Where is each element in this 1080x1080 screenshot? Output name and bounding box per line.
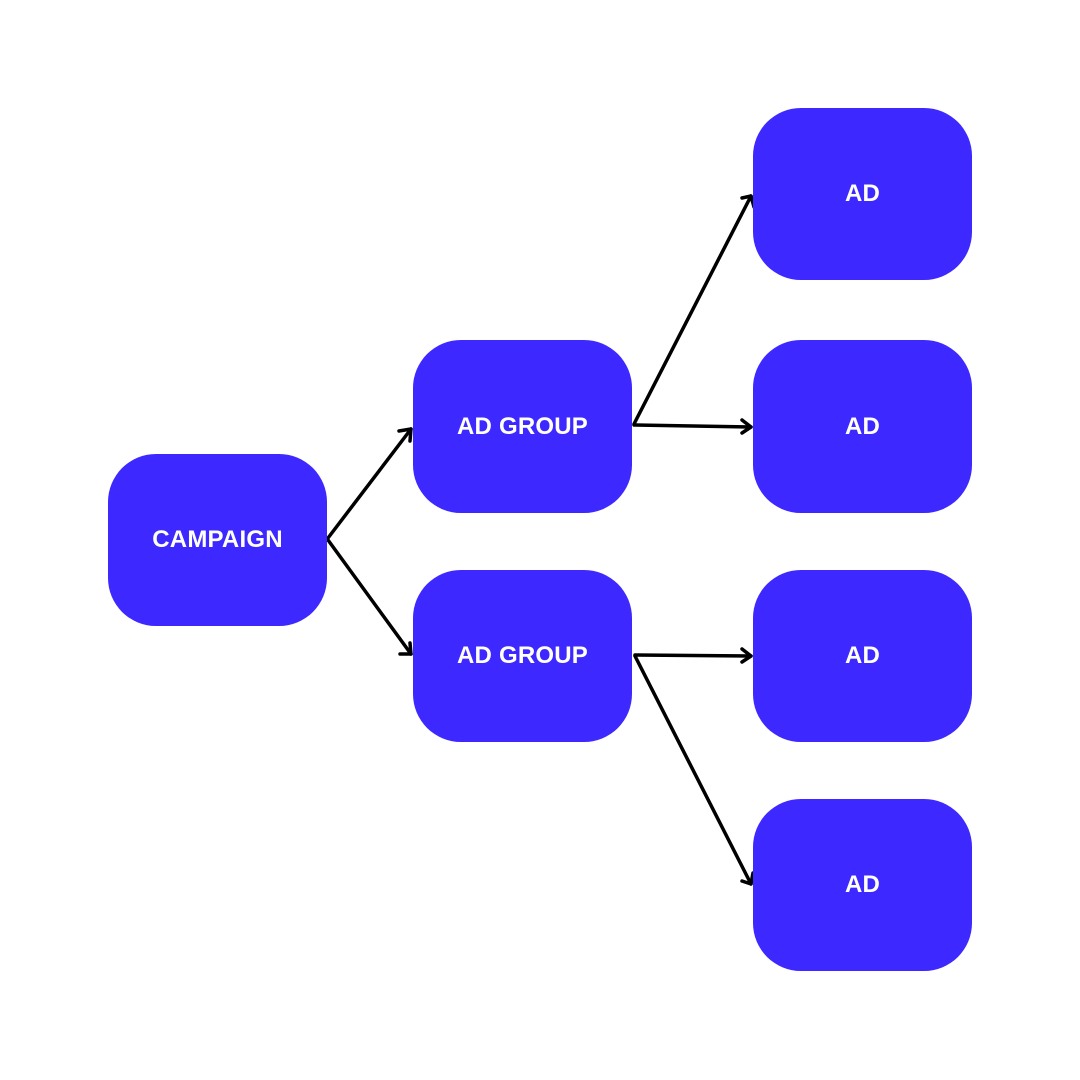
edge-campaign-to-ad-group-2 xyxy=(326,538,413,656)
ad-group-label: AD GROUP xyxy=(457,642,588,669)
ad-label: AD xyxy=(844,642,881,669)
edge-ad-group-2-to-ad-4 xyxy=(633,654,755,886)
edge-ad-group-1-to-ad-1 xyxy=(632,194,756,426)
ad-label: AD xyxy=(844,180,881,207)
ad-node: AD xyxy=(753,340,972,513)
ad-node: AD xyxy=(753,570,972,742)
ad-node: AD xyxy=(753,108,972,280)
ad-group-label: AD GROUP xyxy=(457,412,588,440)
campaign-label: CAMPAIGN xyxy=(152,526,283,553)
ad-label: AD xyxy=(844,412,881,440)
ad-group-node: AD GROUP xyxy=(413,340,632,513)
ad-label: AD xyxy=(844,871,881,898)
campaign-node: CAMPAIGN xyxy=(108,454,327,626)
ad-node: AD xyxy=(753,799,972,971)
ad-group-node: AD GROUP xyxy=(413,570,632,742)
edge-ad-group-2-to-ad-3 xyxy=(633,647,753,664)
edge-campaign-to-ad-group-1 xyxy=(326,427,413,540)
edge-ad-group-1-to-ad-2 xyxy=(632,418,753,435)
